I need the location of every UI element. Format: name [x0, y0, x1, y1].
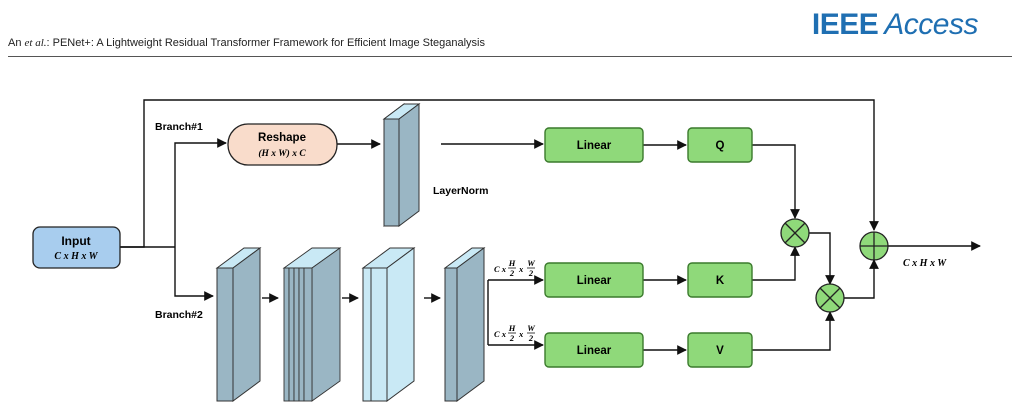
branch2-plate-1 [215, 247, 262, 402]
k-dims-c: C x [494, 264, 507, 274]
input-box: Input C x H x W [32, 226, 121, 269]
k-dims-w-den: 2 [528, 268, 534, 278]
linear-k-box: Linear [544, 262, 644, 298]
k-to-multiply1 [752, 246, 800, 281]
linear-v-box: Linear [544, 332, 644, 368]
linear-q-box: Linear [544, 127, 644, 163]
v-label: V [716, 345, 724, 357]
k-dims-w: W [527, 258, 536, 268]
linear-q-label: Linear [577, 140, 612, 152]
v-dims-c: C x [494, 329, 507, 339]
running-header: An et al.: PENet+: A Lightweight Residua… [8, 37, 485, 49]
linear-k-label: Linear [577, 275, 612, 287]
journal-logo-strong: IEEE [811, 8, 879, 41]
input-title: Input [61, 234, 90, 248]
branch2-plate-stack [282, 247, 342, 402]
k-dims-x: x [518, 264, 524, 274]
residual-skip-line [120, 99, 879, 248]
add-icon [859, 231, 889, 261]
reshape-title: Reshape [258, 132, 306, 144]
branch2-plate-3 [361, 247, 416, 402]
reshape-dims: (H x W) x C [258, 148, 306, 159]
k-dims-h: H [508, 258, 516, 268]
output-dims: C x H x W [903, 258, 947, 269]
running-head-etal: et al. [24, 37, 47, 49]
reshape-box: Reshape (H x W) x C [227, 123, 338, 166]
v-dims-h-den: 2 [509, 333, 515, 343]
multiply-icon-v [815, 283, 845, 313]
multiply2-to-add [844, 259, 879, 299]
multiply-icon-qk [780, 218, 810, 248]
branch1-label: Branch#1 [155, 121, 203, 133]
layernorm-plate [382, 103, 421, 227]
v-dims-h: H [508, 323, 516, 333]
v-dims-w: W [527, 323, 536, 333]
v-input-dims: C x H 2 x W 2 [494, 323, 536, 343]
k-box: K [687, 262, 753, 298]
linear-v-label: Linear [577, 345, 612, 357]
branch2-plate-4 [443, 247, 486, 402]
branch2-line [174, 247, 214, 301]
connector-lines [120, 99, 981, 355]
v-dims-w-den: 2 [528, 333, 534, 343]
running-head-author: An [8, 37, 25, 49]
branch2-label: Branch#2 [155, 309, 203, 321]
running-head-title: : PENet+: A Lightweight Residual Transfo… [46, 37, 485, 49]
k-input-dims: C x H 2 x W 2 [494, 258, 536, 278]
q-label: Q [716, 140, 725, 152]
journal-logo-light: Access [884, 8, 978, 41]
layernorm-label: LayerNorm [433, 185, 488, 197]
v-dims-x: x [518, 329, 524, 339]
q-to-multiply1 [752, 144, 800, 219]
header-rule [8, 56, 1012, 57]
k-label: K [716, 275, 725, 287]
multiply1-to-multiply2 [809, 232, 835, 285]
k-dims-h-den: 2 [509, 268, 515, 278]
input-dims: C x H x W [54, 251, 98, 262]
v-to-multiply2 [752, 311, 835, 351]
q-box: Q [687, 127, 753, 163]
v-box: V [687, 332, 753, 368]
branch1-line [174, 138, 227, 247]
